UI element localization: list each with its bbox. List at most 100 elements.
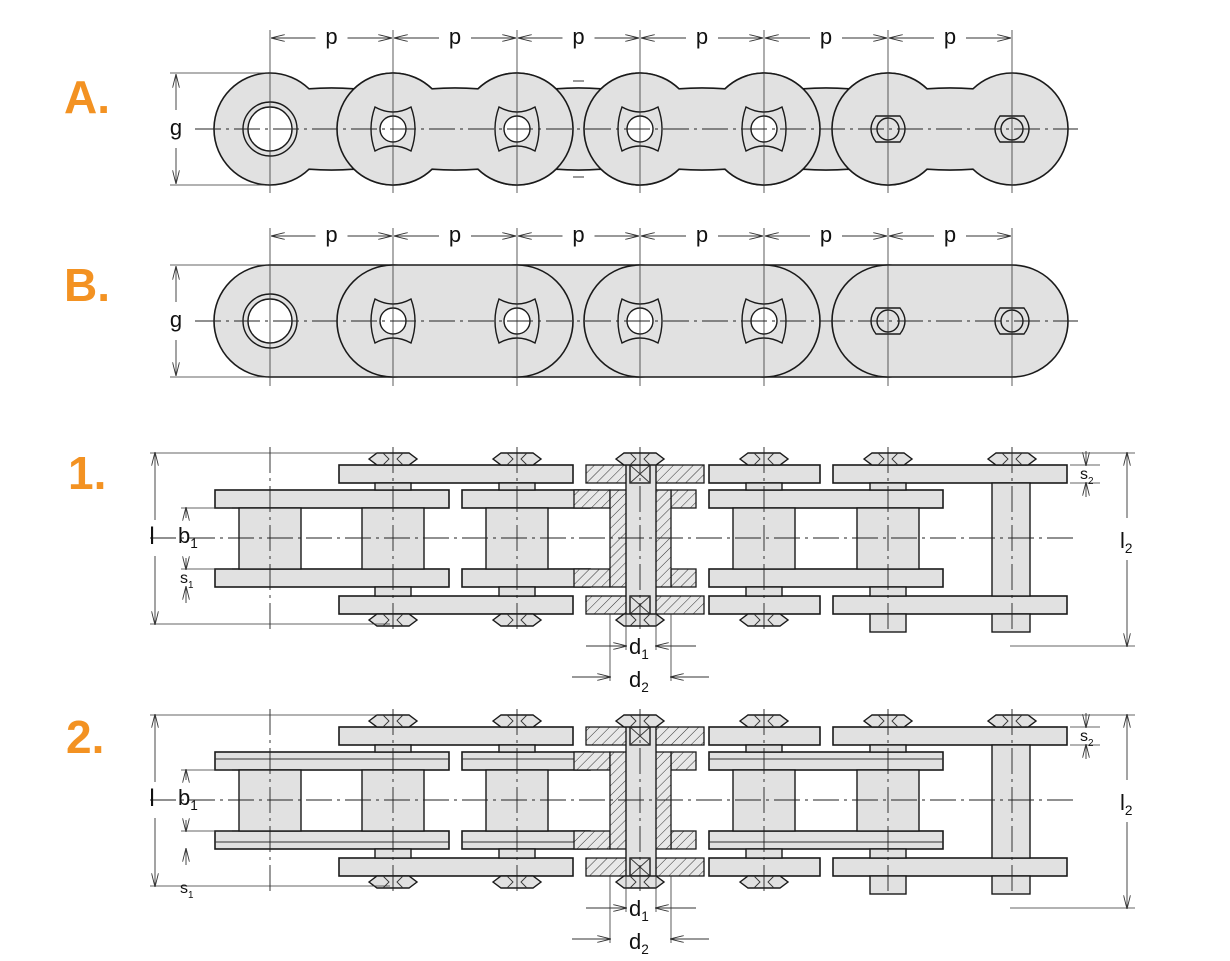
height-label-g: g bbox=[170, 307, 182, 332]
d1-label-sub: 1 bbox=[641, 647, 649, 662]
pin-cross-mark bbox=[629, 464, 651, 615]
inner-plate-section bbox=[670, 568, 697, 588]
b1-label: b1 bbox=[178, 785, 198, 813]
inner-plate-section bbox=[573, 489, 611, 509]
inner-plate bbox=[214, 568, 450, 588]
rivet-head-detail bbox=[382, 714, 404, 728]
pitch-label: p bbox=[944, 24, 956, 49]
inner-plate bbox=[461, 751, 591, 771]
outer-plate bbox=[708, 857, 821, 877]
outer-plate bbox=[338, 595, 574, 615]
inner-plate-section bbox=[573, 568, 611, 588]
s1-label: s1 bbox=[180, 570, 194, 591]
pitch-label: p bbox=[820, 24, 832, 49]
inner-plate-section bbox=[670, 751, 697, 771]
width-label-l: l bbox=[149, 523, 154, 550]
view-label-1: 1. bbox=[68, 447, 107, 499]
width-label-l: l bbox=[149, 785, 154, 812]
s1-label-sub: 1 bbox=[188, 580, 194, 591]
d2-label-main: d bbox=[629, 929, 641, 954]
rivet-head-detail bbox=[877, 714, 899, 728]
s1-label-main: s bbox=[180, 570, 188, 587]
b1-label-sub: 1 bbox=[190, 536, 198, 551]
rivet-head-detail bbox=[753, 613, 775, 627]
s2-label-sub: 2 bbox=[1088, 738, 1094, 749]
inner-plate bbox=[214, 830, 450, 850]
pin-cross-mark bbox=[629, 726, 651, 877]
l2-label-main: l bbox=[1120, 528, 1125, 553]
view-label-2: 2. bbox=[66, 711, 105, 763]
s2-label: s2 bbox=[1080, 728, 1094, 749]
s1-label-main: s bbox=[180, 880, 188, 897]
inner-plate bbox=[214, 751, 450, 771]
rivet-head-detail bbox=[629, 452, 651, 466]
inner-plate bbox=[461, 489, 591, 509]
pitch-label: p bbox=[325, 222, 337, 247]
inner-plate bbox=[708, 568, 944, 588]
s1-label-sub: 1 bbox=[188, 890, 194, 901]
b1-label-sub: 1 bbox=[190, 798, 198, 813]
outer-plate bbox=[832, 464, 1068, 484]
d1-label-main: d bbox=[629, 634, 641, 659]
pitch-label: p bbox=[696, 24, 708, 49]
outer-plate bbox=[338, 464, 574, 484]
rivet-head-detail bbox=[1001, 714, 1023, 728]
s1-label: s1 bbox=[180, 880, 194, 901]
connecting-pin-end bbox=[991, 875, 1031, 895]
view-label-b: B. bbox=[64, 259, 110, 311]
pitch-label: p bbox=[820, 222, 832, 247]
d2-label-main: d bbox=[629, 667, 641, 692]
outer-plate bbox=[708, 726, 821, 746]
connecting-pin bbox=[991, 744, 1031, 859]
view-label-a: A. bbox=[64, 71, 110, 123]
pitch-label: p bbox=[572, 222, 584, 247]
rivet-head-detail bbox=[506, 875, 528, 889]
inner-plate bbox=[214, 489, 450, 509]
l2-label: l2 bbox=[1120, 790, 1132, 818]
b1-label-main: b bbox=[178, 523, 190, 548]
inner-plate bbox=[708, 830, 944, 850]
pitch-label: p bbox=[449, 222, 461, 247]
rivet-head-detail bbox=[506, 714, 528, 728]
pitch-label: p bbox=[572, 24, 584, 49]
inner-plate-section bbox=[573, 751, 611, 771]
s2-label-main: s bbox=[1080, 466, 1088, 483]
rivet-head-detail bbox=[382, 452, 404, 466]
rivet-head-detail bbox=[506, 613, 528, 627]
pitch-label: p bbox=[325, 24, 337, 49]
plate-edge bbox=[573, 80, 584, 178]
outer-plate bbox=[708, 464, 821, 484]
connecting-pin bbox=[991, 482, 1031, 597]
connecting-pin-end bbox=[991, 613, 1031, 633]
b1-label: b1 bbox=[178, 523, 198, 551]
d2-label-sub: 2 bbox=[641, 942, 649, 957]
outer-plate bbox=[832, 595, 1068, 615]
d2-label: d2 bbox=[629, 667, 649, 695]
rivet-head-detail bbox=[629, 613, 651, 627]
rivet-head-detail bbox=[629, 875, 651, 889]
outer-plate bbox=[338, 857, 574, 877]
rivet-head-detail bbox=[877, 452, 899, 466]
pitch-label: p bbox=[449, 24, 461, 49]
inner-plate-section bbox=[670, 830, 697, 850]
l2-label-sub: 2 bbox=[1125, 541, 1133, 556]
d2-label: d2 bbox=[629, 929, 649, 957]
outer-plate bbox=[832, 857, 1068, 877]
inner-plate bbox=[708, 489, 944, 509]
rivet-head-detail bbox=[1001, 452, 1023, 466]
d2-label-sub: 2 bbox=[641, 680, 649, 695]
pitch-label: p bbox=[696, 222, 708, 247]
inner-plate bbox=[708, 751, 944, 771]
inner-plate-section bbox=[670, 489, 697, 509]
l2-label-sub: 2 bbox=[1125, 803, 1133, 818]
l2-label: l2 bbox=[1120, 528, 1132, 556]
rivet-head-detail bbox=[506, 452, 528, 466]
inner-plate-section bbox=[573, 830, 611, 850]
d1-label: d1 bbox=[629, 896, 649, 924]
rivet-head-detail bbox=[753, 452, 775, 466]
d1-label-main: d bbox=[629, 896, 641, 921]
